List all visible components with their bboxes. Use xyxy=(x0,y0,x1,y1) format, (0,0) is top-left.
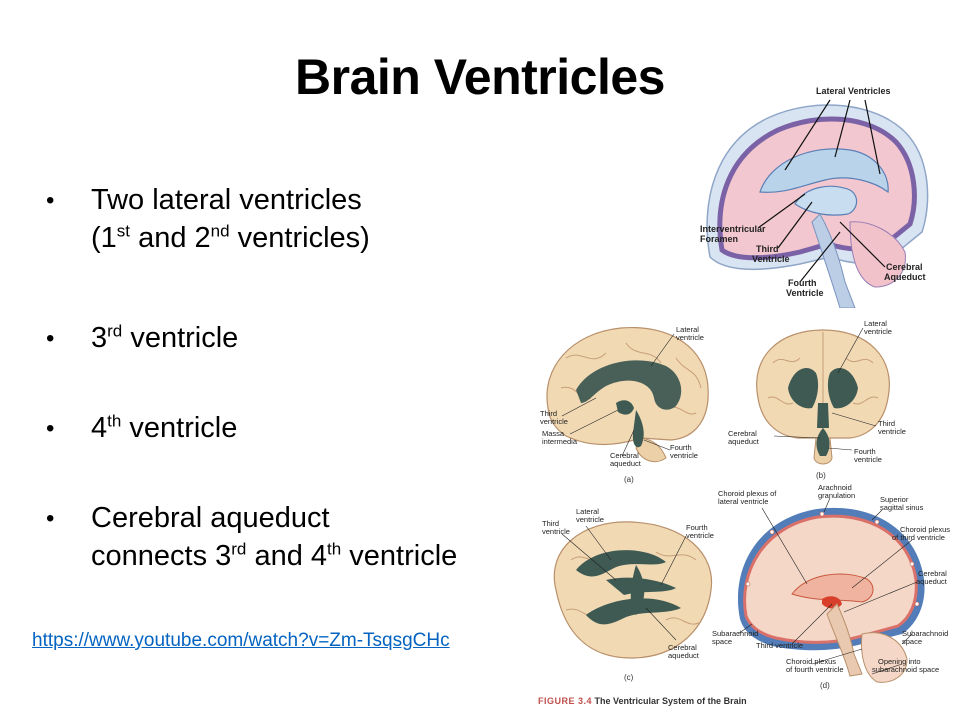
label-fourth: Fourth xyxy=(854,447,876,456)
label-foramen: Foramen xyxy=(700,234,738,244)
label-cerebral: Cerebral xyxy=(610,451,639,460)
label-cerebral: Cerebral xyxy=(668,643,697,652)
label-subarachnoid-space: space xyxy=(712,637,732,646)
label-third-ventricle: ventricle xyxy=(878,427,906,436)
ventricles-superior-view-figure: Third ventricle Lateral ventricle Fourth… xyxy=(542,507,714,682)
label-fourth-ventricle: ventricle xyxy=(854,455,882,464)
bullet-text-line2: (1st and 2nd ventricles) xyxy=(91,221,370,254)
label-choroid-plexus-third: Choroid plexus xyxy=(900,525,950,534)
bullet-text-line2: connects 3rd and 4th ventricle xyxy=(91,539,458,572)
figure-caption-text: The Ventricular System of the Brain xyxy=(594,696,747,706)
label-aqueduct: Aqueduct xyxy=(884,272,926,282)
label-lateral-ventricle: ventricle xyxy=(676,333,704,342)
figure-caption-label: FIGURE 3.4 xyxy=(538,696,593,706)
label-superior-sagittal-sinus: sagittal sinus xyxy=(880,503,924,512)
label-third: Third xyxy=(878,419,895,428)
label-third: Third xyxy=(540,409,557,418)
label-cerebral: Cerebral xyxy=(728,429,757,438)
label-superior: Superior xyxy=(880,495,909,504)
bullet-dot-icon: • xyxy=(46,415,55,442)
label-arachnoid: Arachnoid xyxy=(818,484,852,492)
bullet-dot-icon: • xyxy=(46,187,55,214)
label-massa-intermedia: intermedia xyxy=(542,437,578,446)
bullet-text: 3rd ventricle xyxy=(91,321,239,354)
label-fourth: Fourth xyxy=(670,443,692,452)
youtube-link[interactable]: https://www.youtube.com/watch?v=Zm-Tsqsg… xyxy=(32,630,450,651)
label-choroid-plexus: Choroid plexus of xyxy=(718,489,777,498)
label-cerebral-aqueduct: aqueduct xyxy=(610,459,642,468)
label-cerebral-aqueduct: aqueduct xyxy=(668,651,700,660)
midsagittal-ventricles-diagram: Lateral Ventricles Interventricular Fora… xyxy=(700,82,940,308)
label-lateral: Lateral xyxy=(576,507,599,516)
label-interventricular: Interventricular xyxy=(700,224,766,234)
bullet-dot-icon: • xyxy=(46,505,55,532)
label-cerebral-aqueduct: aqueduct xyxy=(916,577,948,586)
caption-d: (d) xyxy=(820,681,830,690)
label-third-ventricle: Third ventricle xyxy=(756,641,803,650)
bullet-text: Cerebral aqueduct xyxy=(91,502,330,534)
label-lateral-ventricle: ventricle xyxy=(864,327,892,336)
bullet-dot-icon: • xyxy=(46,325,55,352)
label-cerebral-aqueduct: aqueduct xyxy=(728,437,760,446)
label-lateral: Lateral xyxy=(864,319,887,328)
label-subarachnoid-space-opening: subarachnoid space xyxy=(872,665,939,674)
label-third-ventricle: Ventricle xyxy=(752,254,790,264)
label-lateral-ventricles: Lateral Ventricles xyxy=(816,86,891,96)
label-fourth-ventricle: ventricle xyxy=(686,531,714,540)
ventricles-anterior-view-figure: Lateral ventricle Third ventricle Cerebr… xyxy=(728,319,906,480)
bullet-text: Two lateral ventricles xyxy=(91,184,362,216)
caption-a: (a) xyxy=(624,475,634,484)
caption-b: (b) xyxy=(816,471,826,480)
label-of-fourth-ventricle: of fourth ventricle xyxy=(786,665,844,674)
bullet-text: 4th ventricle xyxy=(91,411,238,444)
label-lateral-ventricle: ventricle xyxy=(576,515,604,524)
label-third-ventricle: ventricle xyxy=(540,417,568,426)
label-lateral: Lateral xyxy=(676,325,699,334)
label-cerebral: Cerebral xyxy=(918,569,947,578)
label-massa: Massa xyxy=(542,429,565,438)
caption-c: (c) xyxy=(624,673,634,682)
label-subarachnoid: Subarachnoid xyxy=(712,629,758,638)
label-fourth-ventricle: Ventricle xyxy=(786,288,824,298)
label-cerebral: Cerebral xyxy=(886,262,923,272)
label-third: Third xyxy=(542,519,559,528)
label-fourth: Fourth xyxy=(686,523,708,532)
label-subarachnoid-space-right: space xyxy=(902,637,922,646)
label-opening-into: Opening into xyxy=(878,657,921,666)
slide-title: Brain Ventricles xyxy=(295,49,665,105)
label-arachnoid-granulation: granulation xyxy=(818,491,855,500)
csf-circulation-figure: Choroid plexus of lateral ventricle Arac… xyxy=(712,484,950,690)
label-fourth-ventricle: ventricle xyxy=(670,451,698,460)
label-third: Third xyxy=(756,244,779,254)
label-of-third-ventricle: of third ventricle xyxy=(892,533,945,542)
label-fourth: Fourth xyxy=(788,278,817,288)
label-choroid-plexus-fourth: Choroid plexus xyxy=(786,657,836,666)
label-lateral-ventricle: lateral ventricle xyxy=(718,497,768,506)
label-subarachnoid-right: Subarachnoid xyxy=(902,629,948,638)
figure-caption: FIGURE 3.4 The Ventricular System of the… xyxy=(538,696,747,706)
ventricles-lateral-view-figure: Lateral ventricle Third ventricle Massa … xyxy=(540,325,709,484)
label-third-ventricle: ventricle xyxy=(542,527,570,536)
